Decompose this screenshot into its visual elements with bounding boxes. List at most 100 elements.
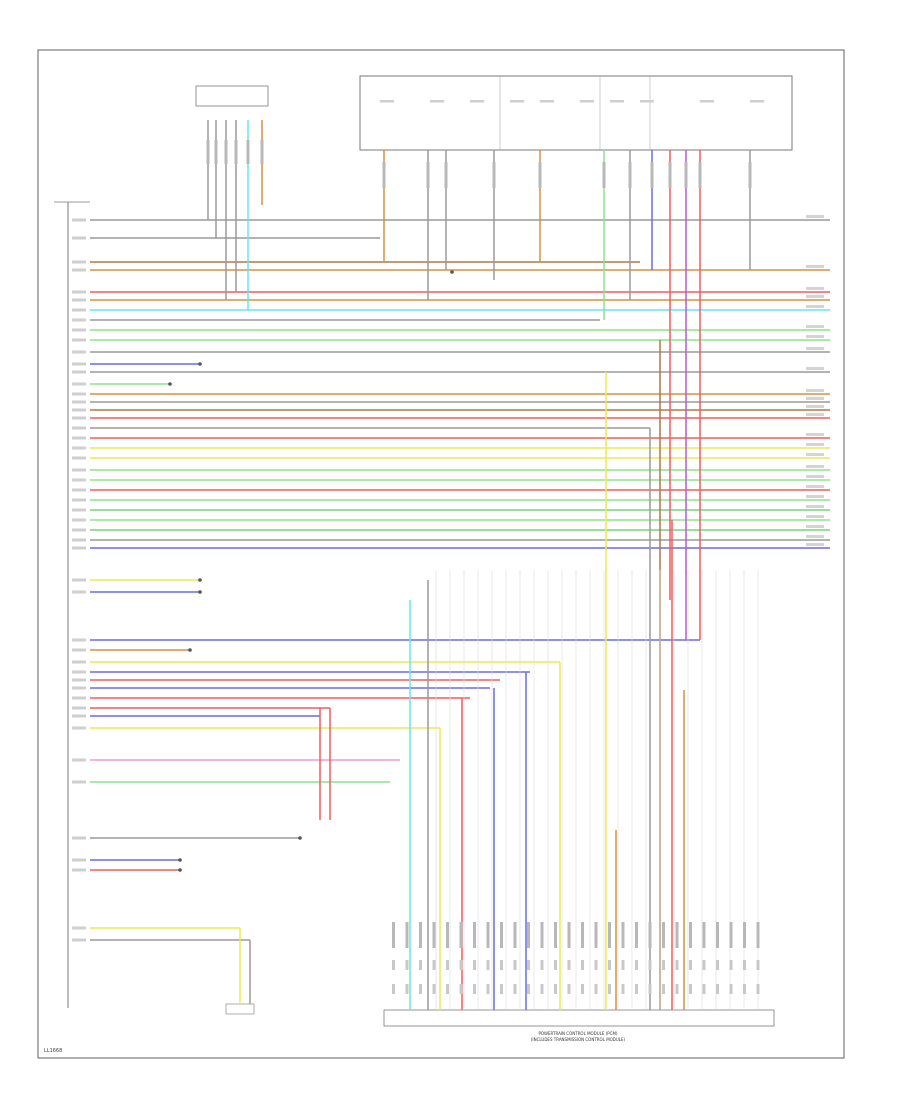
- pcm-pin-23: [702, 922, 706, 948]
- pcm-pin-15: [594, 922, 598, 948]
- pcm-pin-24: [716, 922, 719, 948]
- splice-dot-2: [198, 578, 202, 582]
- pin-label-left-48: [72, 926, 86, 930]
- splice-dot-7: [178, 868, 182, 872]
- pcm-pin-low-9: [513, 984, 517, 994]
- sensor-pin-1: [214, 140, 218, 164]
- pcm-pin-low-13: [567, 984, 571, 994]
- pcm-pin-mid-13: [567, 960, 571, 970]
- pcm-pin-mid-6: [473, 960, 476, 970]
- fuse-relay-box: [359, 75, 793, 151]
- fuse-pin-1: [426, 162, 430, 188]
- pin-label-left-30: [72, 546, 86, 550]
- splice-dot-3: [198, 590, 202, 594]
- splice-dot-0: [198, 362, 202, 366]
- fuse-pin-8: [668, 162, 672, 188]
- pin-label-left-42: [72, 726, 86, 730]
- pcm-pin-low-16: [608, 984, 611, 994]
- pcm-pin-mid-23: [702, 960, 706, 970]
- pin-label-left-39: [72, 696, 86, 700]
- pcm-pin-mid-1: [405, 960, 409, 970]
- pcm-pin-mid-26: [743, 960, 746, 970]
- pin-label-right-27: [806, 515, 824, 518]
- pcm-pin-5: [459, 922, 463, 948]
- pcm-pin-low-14: [581, 984, 584, 994]
- pcm-pin-18: [635, 922, 638, 948]
- box-label-1: [430, 100, 444, 103]
- pcm-pin-mid-4: [446, 960, 449, 970]
- pcm-pin-low-4: [446, 984, 449, 994]
- box-label-3: [510, 100, 524, 103]
- pcm-pin-12: [554, 922, 557, 948]
- pin-label-left-35: [72, 660, 86, 664]
- pcm-pin-low-15: [594, 984, 598, 994]
- pin-label-left-29: [72, 538, 86, 542]
- pcm-pin-low-12: [554, 984, 557, 994]
- pin-label-right-14: [806, 389, 824, 392]
- pin-label-right-20: [806, 443, 824, 446]
- splice-dot-5: [298, 836, 302, 840]
- sub-module-bottom-left: [225, 1003, 255, 1015]
- pin-label-right-3: [806, 265, 824, 268]
- pin-label-left-24: [72, 488, 86, 492]
- pcm-pin-mid-3: [432, 960, 436, 970]
- pin-label-left-22: [72, 468, 86, 472]
- pcm-pin-low-10: [527, 984, 530, 994]
- connector-pins: [206, 140, 760, 994]
- pin-label-left-11: [72, 362, 86, 366]
- pcm-pin-low-21: [675, 984, 679, 994]
- pin-label-left-18: [72, 426, 86, 430]
- pin-label-left-14: [72, 392, 86, 396]
- pin-label-right-10: [806, 347, 824, 350]
- pin-label-left-38: [72, 686, 86, 690]
- pcm-pin-low-17: [621, 984, 625, 994]
- pcm-pin-mid-11: [540, 960, 544, 970]
- pin-label-right-23: [806, 475, 824, 478]
- pin-label-right-6: [806, 305, 824, 308]
- pin-label-left-37: [72, 678, 86, 682]
- pin-label-left-0: [72, 218, 86, 222]
- pcm-pin-4: [446, 922, 449, 948]
- pcm-pin-25: [729, 922, 733, 948]
- fuse-pin-0: [382, 162, 386, 188]
- pcm-pin-mid-21: [675, 960, 679, 970]
- pin-label-right-12: [806, 367, 824, 370]
- pin-label-left-49: [72, 938, 86, 942]
- fuse-pin-4: [538, 162, 542, 188]
- pin-label-right-0: [806, 215, 824, 218]
- pin-label-left-27: [72, 518, 86, 522]
- pcm-pin-mid-16: [608, 960, 611, 970]
- fuse-pin-11: [748, 162, 752, 188]
- splice-dots: [168, 270, 454, 872]
- pin-label-left-47: [72, 868, 86, 872]
- image-code: LL1668: [44, 1048, 62, 1054]
- pin-label-left-33: [72, 638, 86, 642]
- pcm-pin-mid-12: [554, 960, 557, 970]
- pin-label-left-25: [72, 498, 86, 502]
- fuse-pin-7: [650, 162, 654, 188]
- pcm-pin-10: [527, 922, 530, 948]
- vertical-wires: [207, 120, 759, 1010]
- pin-label-left-20: [72, 446, 86, 450]
- pcm-pin-2: [419, 922, 422, 948]
- pin-label-left-36: [72, 670, 86, 674]
- pcm-pin-13: [567, 922, 571, 948]
- pcm-pin-6: [473, 922, 476, 948]
- pin-label-left-10: [72, 350, 86, 354]
- pcm-pin-mid-25: [729, 960, 733, 970]
- pin-label-left-46: [72, 858, 86, 862]
- pcm-pin-low-11: [540, 984, 544, 994]
- box-label-5: [580, 100, 594, 103]
- sensor-pin-4: [246, 140, 250, 164]
- pcm-pin-17: [621, 922, 625, 948]
- pin-label-right-28: [806, 525, 824, 528]
- pcm-pin-0: [392, 922, 395, 948]
- pin-label-left-28: [72, 528, 86, 532]
- pcm-pin-7: [486, 922, 490, 948]
- diagram-frame: [37, 49, 845, 1059]
- pin-label-left-21: [72, 456, 86, 460]
- pin-label-right-17: [806, 413, 824, 416]
- pin-label-right-15: [806, 397, 824, 400]
- pin-label-left-4: [72, 290, 86, 294]
- pcm-pin-mid-27: [756, 960, 760, 970]
